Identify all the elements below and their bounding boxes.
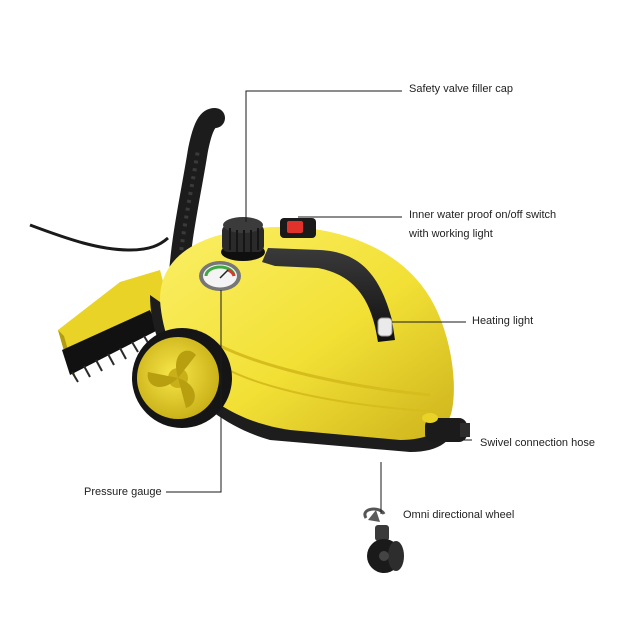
callout-switch-line1: Inner water proof on/off switch <box>409 209 557 221</box>
on-off-switch <box>280 218 316 238</box>
power-cord <box>29 223 169 252</box>
callout-omni-wheel: Omni directional wheel <box>403 509 515 521</box>
callout-swivel-hose: Swivel connection hose <box>480 437 595 449</box>
brush-attachment <box>58 270 168 383</box>
heating-light <box>377 317 393 337</box>
callout-switch-line2: with working light <box>409 228 493 240</box>
swivel-hose-connector <box>422 413 470 442</box>
callout-lines <box>166 90 472 514</box>
callout-on-off-switch: Inner water proof on/off switch with wor… <box>409 206 609 244</box>
carry-handle <box>262 248 395 342</box>
callout-pressure-gauge: Pressure gauge <box>84 486 162 498</box>
omni-wheel-detail <box>363 507 404 573</box>
safety-valve-cap <box>221 217 265 261</box>
pressure-gauge-dial <box>199 261 241 291</box>
callout-heating-light: Heating light <box>472 315 534 327</box>
rear-wheel <box>132 328 232 428</box>
callout-safety-valve: Safety valve filler cap <box>409 83 513 95</box>
